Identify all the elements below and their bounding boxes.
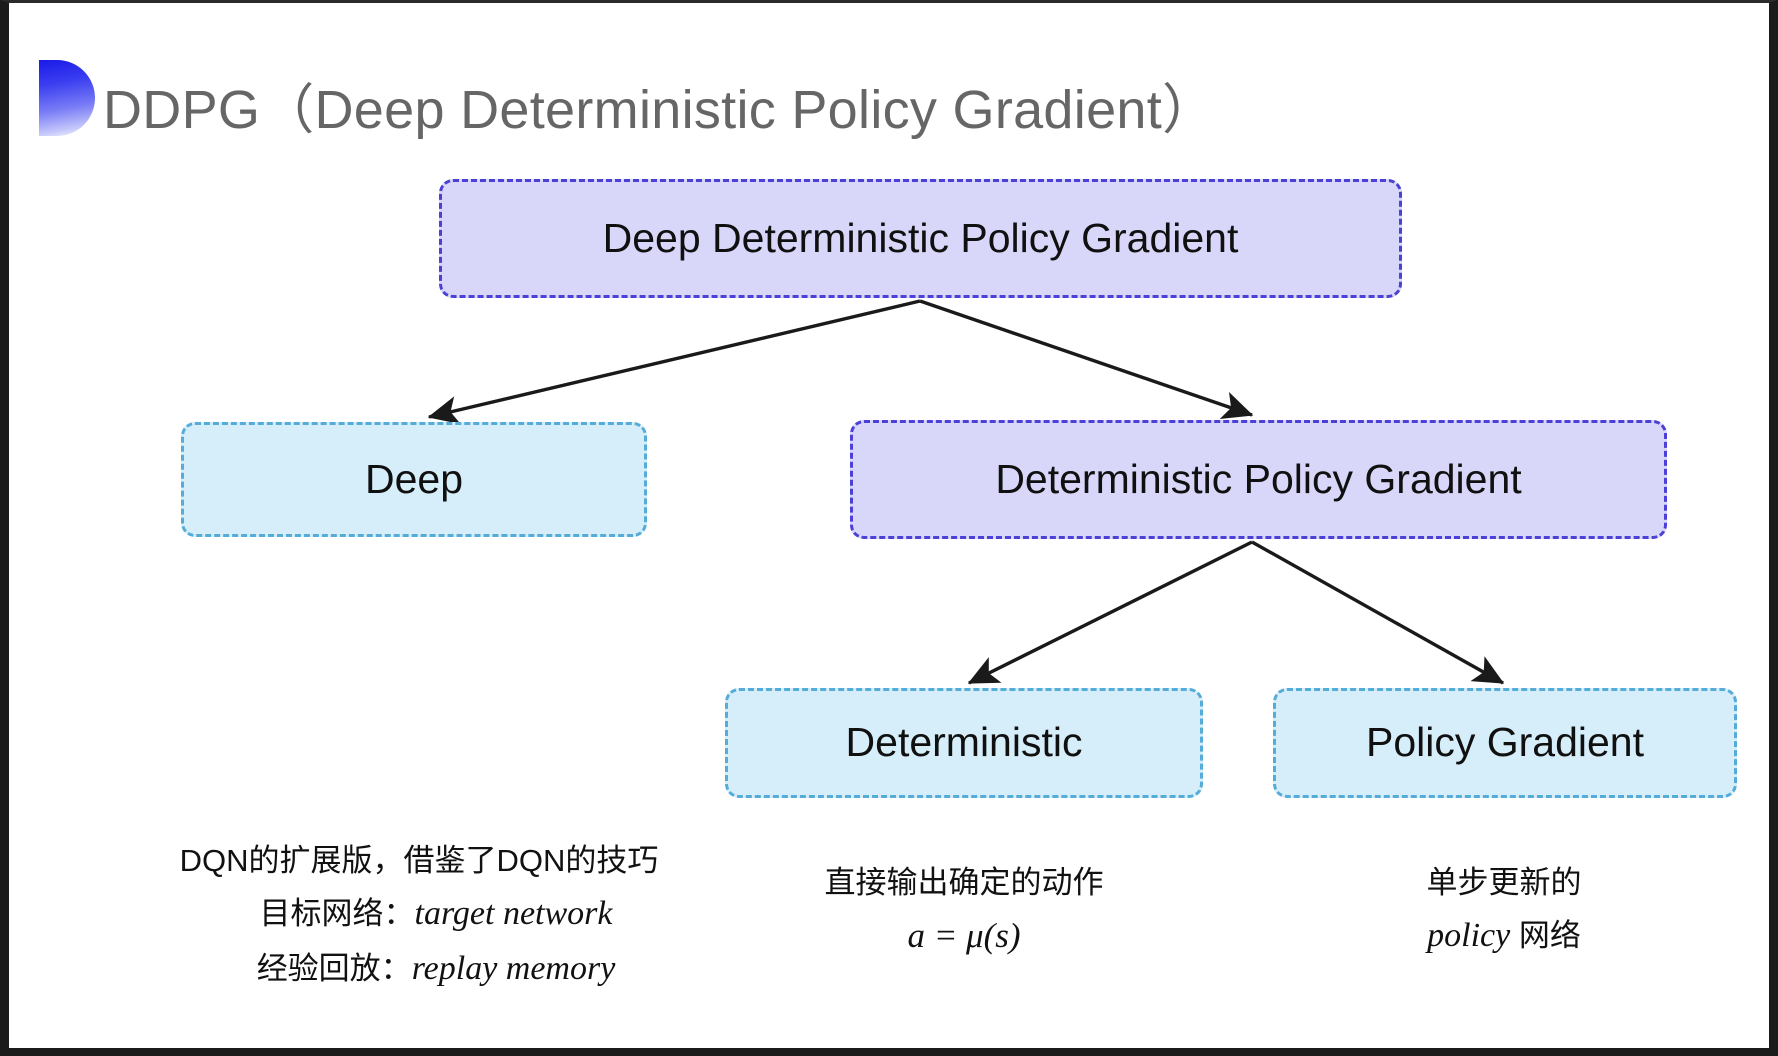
- note-deterministic-line1: 直接输出确定的动作: [824, 865, 1104, 900]
- edge-root-to-dpg: [919, 299, 1254, 420]
- node-deterministic-policy-gradient[interactable]: Deterministic Policy Gradient: [850, 420, 1667, 539]
- node-label: Deep: [364, 455, 463, 502]
- node-policy-gradient[interactable]: Policy Gradient: [1273, 688, 1737, 798]
- edge-dpg-to-deterministic: [967, 540, 1253, 685]
- node-deterministic[interactable]: Deterministic: [725, 688, 1203, 798]
- slide-content: DDPG（Deep Deterministic Policy Gradient）…: [9, 3, 1769, 1048]
- note-deterministic-formula: a = μ(s): [907, 916, 1021, 956]
- edge-dpg-to-policy-gradient: [1251, 540, 1505, 685]
- node-label: Deterministic Policy Gradient: [995, 455, 1522, 502]
- note-deep: DQN的扩展版，借鉴了DQN的技巧 目标网络：target network 经验…: [159, 836, 679, 996]
- note-policy-gradient-term: policy: [1427, 917, 1511, 955]
- edge-root-to-deep: [427, 299, 921, 425]
- note-deep-line2: 目标网络：target network: [159, 886, 679, 941]
- note-policy-gradient-line1: 单步更新的: [1426, 865, 1582, 900]
- title-bullet-shape-icon: [39, 60, 95, 136]
- node-label: Deep Deterministic Policy Gradient: [602, 214, 1239, 261]
- page-title: DDPG（Deep Deterministic Policy Gradient）: [103, 80, 1217, 140]
- note-deep-line2-term: target network: [414, 895, 613, 933]
- note-deep-line2-label: 目标网络：: [259, 896, 415, 932]
- note-policy-gradient: 单步更新的 policy 网络: [1269, 858, 1739, 963]
- note-deep-line3: 经验回放：replay memory: [159, 941, 679, 996]
- note-deterministic: 直接输出确定的动作 a = μ(s): [724, 858, 1204, 965]
- node-deep[interactable]: Deep: [181, 422, 647, 537]
- note-deep-line1: DQN的扩展版，借鉴了DQN的技巧: [179, 843, 659, 878]
- note-deep-line3-label: 经验回放：: [256, 951, 412, 987]
- note-deep-line3-term: replay memory: [411, 950, 616, 988]
- node-label: Policy Gradient: [1365, 719, 1644, 766]
- node-deep-deterministic-policy-gradient[interactable]: Deep Deterministic Policy Gradient: [439, 179, 1402, 298]
- note-policy-gradient-rest: 网络: [1510, 918, 1581, 954]
- node-label: Deterministic: [845, 719, 1083, 766]
- note-policy-gradient-line2: policy 网络: [1269, 908, 1739, 963]
